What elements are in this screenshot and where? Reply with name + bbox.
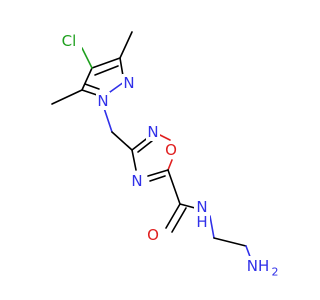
- atom-n-pyrazole-2: N: [122, 74, 136, 92]
- atom-n-pyrazole-1: N: [96, 92, 110, 110]
- bond-ch2-c3ox: [111, 131, 133, 151]
- atom-label-nh2: NH: [247, 257, 270, 275]
- bond-c3ox-n2ox-double: [137, 140, 153, 153]
- atom-nh2: NH 2: [244, 256, 282, 279]
- atom-cl: Cl: [58, 32, 82, 50]
- bond-n4ox-c3ox: [131, 149, 137, 171]
- atom-label-n-oxadiazole-4: N: [131, 172, 142, 190]
- bond-c3-methyl: [119, 31, 133, 59]
- atom-label-nh-amide: N: [196, 198, 207, 216]
- atom-label-n-pyrazole-1: N: [97, 92, 108, 110]
- bond-n2ox-o1: [159, 134, 171, 141]
- bond-c5-n1-double: [84, 83, 100, 90]
- atom-label-cl: Cl: [62, 32, 77, 50]
- atom-label-n-oxadiazole-2: N: [147, 123, 158, 141]
- bond-c5-methyl: [51, 89, 83, 105]
- atom-n-oxadiazole-4: N: [130, 172, 144, 190]
- bonds: [51, 31, 253, 263]
- bond-n2-n1: [109, 81, 125, 93]
- atom-label-nh2-subscript: 2: [272, 266, 279, 279]
- bond-n-ch2a: [209, 215, 215, 239]
- bond-c5ox-n4ox: [147, 169, 169, 177]
- atom-label-o-carbonyl: O: [147, 226, 159, 244]
- bond-c4-c3-double: [94, 65, 119, 76]
- bond-ch2a-ch2b: [213, 237, 247, 247]
- bond-o1-c5ox: [167, 159, 173, 171]
- bond-c5ox-n4ox-double: [149, 175, 166, 182]
- atom-label-n-pyrazole-2: N: [123, 74, 134, 92]
- atom-label-o-oxadiazole: O: [165, 141, 177, 159]
- molecule-structure: Cl N N N O N O N H: [51, 31, 282, 279]
- atom-o-oxadiazole: O: [164, 141, 178, 159]
- bond-camide-o-double: [171, 207, 187, 233]
- bond-c4-cl: [81, 47, 93, 69]
- atom-nh-amide: N H: [194, 198, 210, 231]
- bond-c5ox-camide: [167, 169, 181, 205]
- atom-n-oxadiazole-2: N: [146, 123, 160, 141]
- bond-c4-c5: [81, 67, 93, 91]
- atom-o-carbonyl: O: [145, 226, 161, 244]
- bond-camide-n: [179, 203, 196, 209]
- bond-c4-c3: [91, 57, 121, 69]
- atom-labels: Cl N N N O N O N H: [58, 32, 282, 279]
- bond-camide-o: [165, 203, 181, 229]
- bond-n1-ch2: [103, 107, 113, 133]
- molecule-diagram: Cl N N N O N O N H: [51, 31, 282, 279]
- atom-label-nh-amide-h: H: [196, 213, 207, 231]
